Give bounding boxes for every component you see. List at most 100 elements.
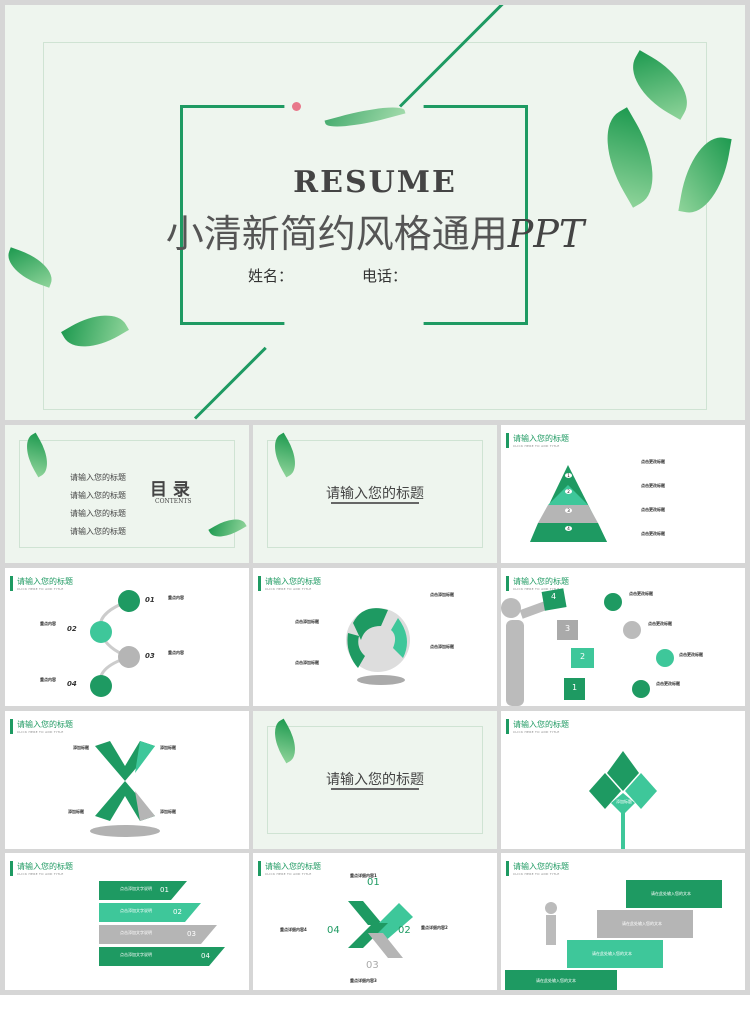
slide-label: 请在此处输入您的文本 [536, 978, 576, 983]
decoration [331, 502, 419, 504]
slide-label: 1 [565, 473, 572, 478]
slide-subtitle: CLICK HERE TO ADD TITLE [17, 872, 64, 876]
decoration [506, 620, 524, 706]
decoration [567, 940, 663, 968]
name-label: 姓名： [248, 267, 294, 285]
slide-label: 点击更改标题 [629, 591, 653, 596]
slide-subtitle: CLICK HERE TO ADD TITLE [513, 587, 560, 591]
slide-label: 点击更改标题 [641, 531, 665, 536]
circle-path-graphic [90, 590, 140, 697]
decoration [548, 485, 588, 505]
preview-sheet: RESUME 小清新简约风格通用PPT 姓名： 电话： 请输入您的标题 请输入您… [0, 0, 750, 995]
slide-title: 请输入您的标题 [17, 720, 73, 729]
thumb-section[interactable]: 请输入您的标题 [253, 425, 497, 563]
slide-label: 请在此处输入您的文本 [651, 891, 691, 896]
person-steps-graphic [501, 588, 674, 706]
slide-title: 请输入您的标题 [265, 862, 321, 871]
slide-label: 点击添加文字说明 [120, 908, 152, 913]
slide-label: 02 [173, 908, 182, 916]
slide-label: 点击添加文字说明 [120, 930, 152, 935]
slide-label: 点击更改标题 [679, 652, 703, 657]
decoration [557, 620, 578, 640]
slide-label: 点击更改标题 [641, 459, 665, 464]
slide-label: 4 [551, 592, 557, 601]
decoration [135, 791, 155, 821]
decoration [564, 678, 585, 700]
toc-item[interactable]: 请输入您的标题 [70, 509, 126, 518]
cross-graphic [348, 901, 413, 958]
decoration [632, 680, 650, 698]
decoration [90, 621, 112, 643]
decoration [118, 646, 140, 668]
slide-label: 添加标题 [68, 809, 84, 814]
slide-label: 点击添加标题 [430, 644, 454, 649]
section-title: 请输入您的标题 [326, 486, 424, 502]
decoration [626, 880, 722, 908]
slide-label: 重点内容 [168, 650, 184, 655]
thumb-toc[interactable]: 请输入您的标题 请输入您的标题 请输入您的标题 请输入您的标题 目 录 CONT… [5, 425, 249, 563]
resume-heading: RESUME [293, 165, 457, 200]
decoration [348, 901, 383, 925]
slide-subtitle: CLICK HERE TO ADD TITLE [513, 444, 560, 448]
slide-label: 点击添加文字说明 [120, 886, 152, 891]
decoration [99, 903, 201, 922]
slide-subtitle: CLICK HERE TO ADD TITLE [265, 872, 312, 876]
decoration [505, 970, 617, 990]
x-shape-graphic [90, 741, 160, 837]
slide-label: 03 [187, 930, 196, 938]
decoration [607, 751, 639, 791]
toc-title: 目 录 [150, 480, 190, 500]
decoration: PPT [507, 212, 585, 256]
inner-frame [19, 440, 235, 548]
decoration [541, 588, 567, 611]
slide-label: 重点内容 [40, 621, 56, 626]
slide-title: 请输入您的标题 [513, 434, 569, 443]
toc-item[interactable]: 请输入您的标题 [70, 527, 126, 536]
slide-label: 4 [565, 526, 572, 531]
slide-title: 请输入您的标题 [513, 862, 569, 871]
thumb-section-2[interactable]: 请输入您的标题 [253, 711, 497, 849]
decoration [331, 788, 419, 790]
slide-label: 点击更改标题 [641, 483, 665, 488]
slide-label: 添加标题 [160, 809, 176, 814]
decoration [353, 608, 388, 640]
decoration [623, 621, 641, 639]
decoration [118, 590, 140, 612]
decoration [90, 675, 112, 697]
decoration [604, 593, 622, 611]
toc-item[interactable]: 请输入您的标题 [70, 473, 126, 482]
stairs-graphic [505, 880, 722, 990]
slide-label: 01 [367, 877, 380, 888]
slide-label: 03 [145, 652, 155, 660]
decoration [135, 741, 155, 773]
cover-slide[interactable]: RESUME 小清新简约风格通用PPT 姓名： 电话： [5, 5, 745, 420]
decoration [571, 648, 594, 668]
decoration [589, 773, 621, 809]
slide-label: 重点内容 [168, 595, 184, 600]
inner-frame [43, 42, 707, 410]
slide-title: 请输入您的标题 [513, 720, 569, 729]
slide-label: 3 [565, 624, 571, 633]
decoration [347, 633, 365, 668]
slide-label: 02 [67, 625, 77, 633]
toc-item[interactable]: 请输入您的标题 [70, 491, 126, 500]
decoration [530, 523, 607, 542]
decoration [621, 811, 625, 849]
decoration [99, 881, 187, 900]
slide-label: 重点内容 [40, 677, 56, 682]
